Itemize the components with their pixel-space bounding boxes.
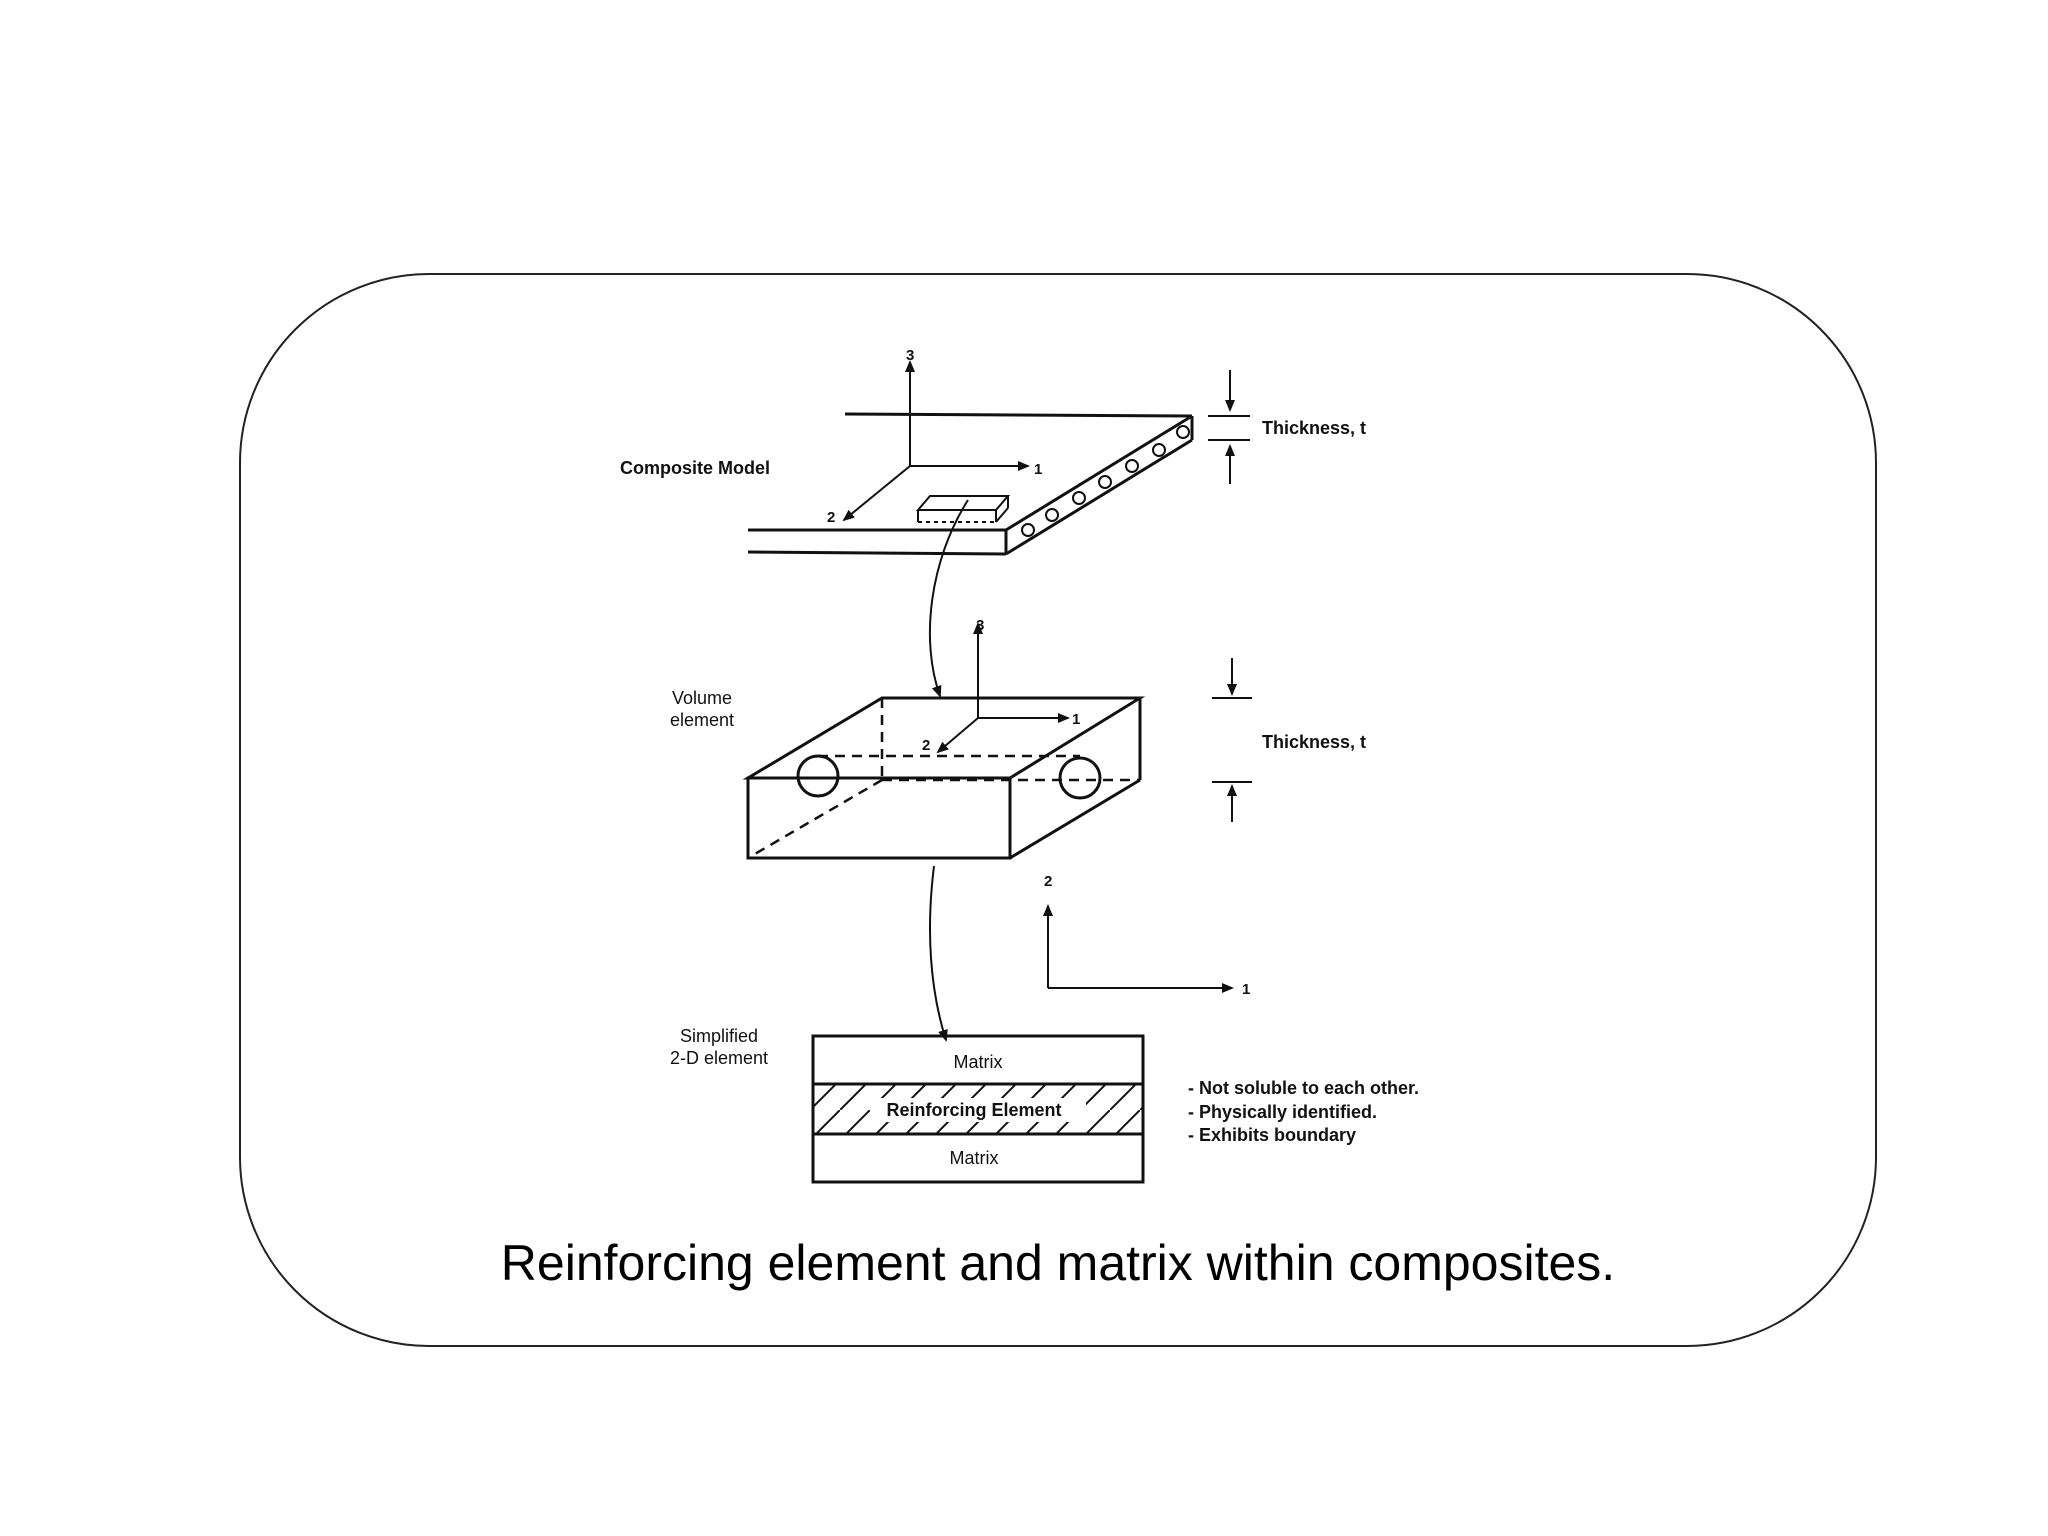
fiber-circles [1021, 425, 1190, 537]
thickness-label-mid: Thickness, t [1262, 732, 1366, 752]
volume-element-box: 3 1 2 Volume element [670, 617, 1146, 860]
matrix-bottom-label: Matrix [950, 1148, 999, 1168]
thickness-indicator-mid: Thickness, t [1212, 658, 1366, 822]
thickness-indicator-top: Thickness, t [1208, 370, 1366, 484]
rounded-frame [239, 273, 1877, 1347]
axis-label-3-mid: 3 [976, 617, 984, 634]
simplified-2d-element: Matrix Reinforcing Element Matrix Simpli… [670, 1026, 1145, 1184]
note-item: - Not soluble to each other. [1188, 1078, 1419, 1098]
thickness-label-top: Thickness, t [1262, 418, 1366, 438]
axis-label-2-mid: 2 [922, 737, 930, 754]
axis-label-1-bottom: 1 [1242, 981, 1250, 998]
reinforcing-element-label: Reinforcing Element [886, 1100, 1061, 1120]
notes-list: - Not soluble to each other. - Physicall… [1188, 1078, 1419, 1145]
axis-label-1-top: 1 [1034, 461, 1042, 478]
volume-element-label-line2: element [670, 710, 734, 730]
bottom-axes: 2 1 [1043, 873, 1250, 998]
arrow-to-2d-element [929, 865, 948, 1042]
composite-model-plate: 3 1 2 Composite Model [620, 347, 1194, 556]
arrow-to-volume-element [928, 499, 969, 698]
top-axes [842, 360, 1030, 522]
axis-label-3-top: 3 [906, 347, 914, 364]
cutout-element [915, 495, 1011, 523]
matrix-top-label: Matrix [954, 1052, 1003, 1072]
simplified-label-line2: 2-D element [670, 1048, 768, 1068]
caption: Reinforcing element and matrix within co… [500, 1235, 1616, 1291]
note-item: - Exhibits boundary [1188, 1125, 1356, 1145]
volume-element-label-line1: Volume [672, 688, 732, 708]
simplified-label-line1: Simplified [680, 1026, 758, 1046]
axis-label-2-top: 2 [827, 509, 835, 526]
note-item: - Physically identified. [1188, 1102, 1377, 1122]
axis-label-2-bottom: 2 [1044, 873, 1052, 890]
composite-model-label: Composite Model [620, 458, 770, 478]
axis-label-1-mid: 1 [1072, 711, 1080, 728]
